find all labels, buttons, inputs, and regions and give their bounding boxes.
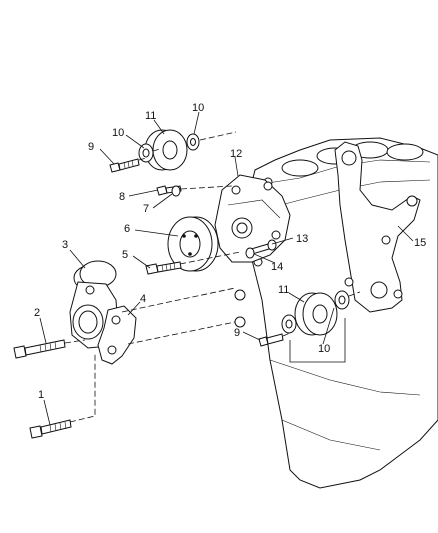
callout-1: 1: [38, 389, 44, 401]
leader-lines: [39, 111, 414, 426]
callout-2: 2: [34, 307, 40, 319]
leader-group-10: [289, 318, 346, 363]
bolt-9-upper: [109, 158, 140, 173]
callout-labels: 1 2 3 4 5 6 7 8 9 9 10 10 10 11 11 12 13…: [34, 102, 426, 401]
bolt-2: [13, 339, 66, 359]
callout-5: 5: [122, 249, 128, 261]
callout-15: 15: [414, 237, 426, 249]
washer-14: [245, 247, 255, 259]
pump-pulley: [167, 216, 219, 272]
callout-8: 8: [119, 191, 125, 203]
idler-pulley-upper: [138, 129, 200, 171]
callout-7: 7: [143, 203, 149, 215]
callout-12: 12: [230, 148, 242, 160]
callout-10-upper-left: 10: [112, 127, 124, 139]
callout-9-upper: 9: [88, 141, 94, 153]
callout-10-lower: 10: [318, 343, 330, 355]
tensioner-bracket: [97, 305, 137, 365]
bolt-5: [145, 261, 182, 275]
callout-13: 13: [296, 233, 308, 245]
bolt-1: [29, 419, 72, 439]
callout-3: 3: [62, 239, 68, 251]
callout-6: 6: [124, 223, 130, 235]
callout-11-upper: 11: [145, 110, 156, 122]
idler-pulley-lower: [281, 290, 350, 336]
alignment-lines: [64, 131, 361, 423]
bolt-8: [156, 185, 182, 197]
callout-9-lower: 9: [234, 327, 240, 339]
callout-10-upper-right: 10: [192, 102, 204, 114]
callout-11-lower: 11: [278, 284, 289, 296]
mounting-bracket: [334, 141, 421, 313]
bolt-9-lower: [258, 333, 284, 347]
callout-14: 14: [271, 261, 283, 273]
callout-4: 4: [140, 293, 146, 305]
